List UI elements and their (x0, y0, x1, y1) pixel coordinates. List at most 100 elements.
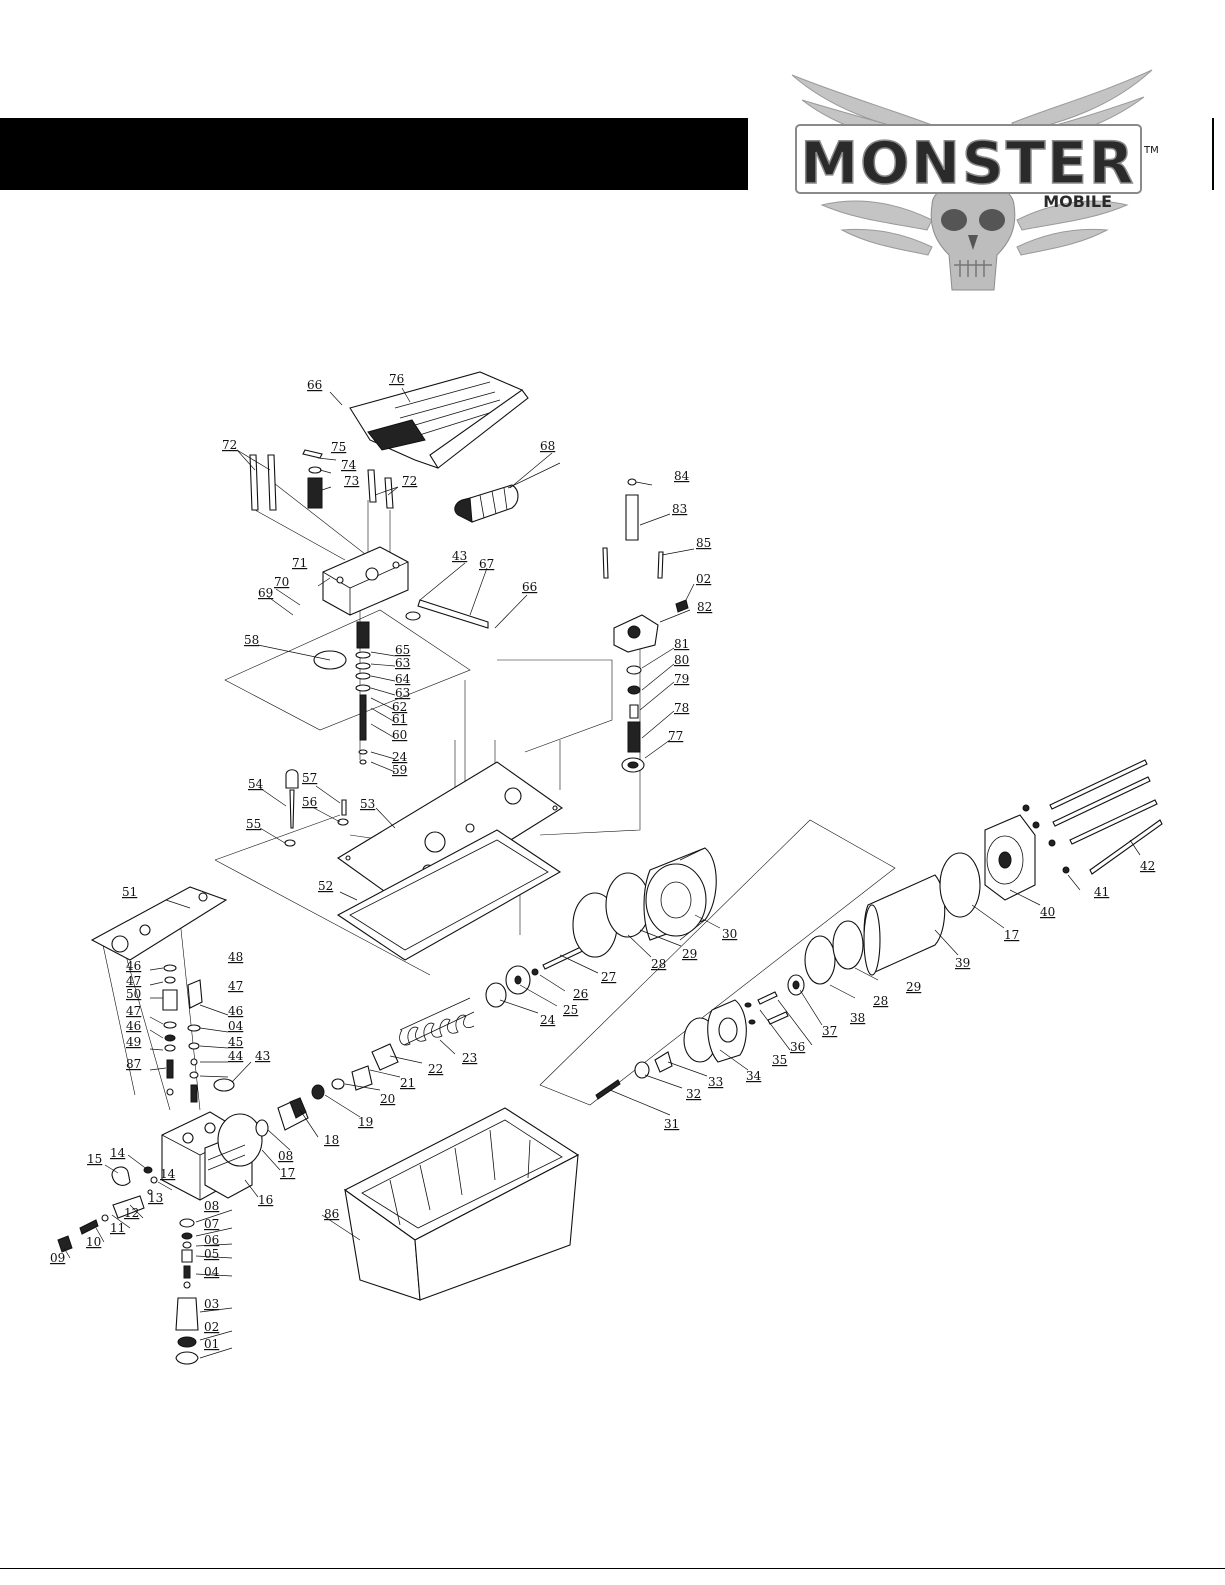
part-callout-35: 35 (772, 1053, 787, 1067)
part-callout-47: 47 (126, 974, 141, 988)
part-callout-72: 72 (402, 474, 417, 488)
part-callout-86: 86 (324, 1207, 339, 1221)
part-callout-31: 31 (664, 1117, 679, 1131)
part-callout-11: 11 (110, 1221, 125, 1235)
wings-graphic (791, 69, 1153, 256)
part-callout-71: 71 (292, 556, 307, 570)
part-callout-01: 01 (204, 1337, 219, 1351)
part-callout-07: 07 (204, 1217, 219, 1231)
footer-rule (0, 1568, 1225, 1569)
part-callout-72: 72 (222, 438, 237, 452)
part-callout-46: 46 (126, 1019, 141, 1033)
part-callout-03: 03 (204, 1297, 219, 1311)
part-callout-63: 63 (395, 656, 410, 670)
part-callout-30: 30 (722, 927, 737, 941)
part-callout-46: 46 (126, 959, 141, 973)
valve-stem-stack (355, 621, 371, 765)
part-callout-19: 19 (358, 1115, 373, 1129)
brand-name: MONSTER (800, 129, 1135, 197)
part-callout-37: 37 (822, 1024, 837, 1038)
part-callout-29: 29 (906, 980, 921, 994)
part-callout-08: 08 (204, 1199, 219, 1213)
part-callout-68: 68 (540, 439, 555, 453)
part-callout-05: 05 (204, 1247, 219, 1261)
part-callouts: 0102020304040506070808091011121314141516… (50, 372, 1155, 1351)
part-callout-52: 52 (318, 879, 333, 893)
pump-body-16 (161, 1111, 263, 1201)
part-callout-87: 87 (126, 1057, 141, 1071)
part-callout-75: 75 (331, 440, 346, 454)
part-callout-70: 70 (274, 575, 289, 589)
part-callout-28: 28 (651, 957, 666, 971)
part-callout-57: 57 (302, 771, 317, 785)
part-callout-54: 54 (248, 777, 264, 791)
page-edge-mark (1212, 118, 1214, 190)
end-cap-parts (595, 974, 805, 1100)
gasket-52 (336, 829, 562, 961)
part-callout-45: 45 (228, 1035, 243, 1049)
part-callout-62: 62 (392, 700, 407, 714)
header-bar (0, 118, 748, 190)
top-plate-53 (284, 761, 563, 907)
leader-lines (63, 387, 1141, 1359)
part-callout-58: 58 (244, 633, 259, 647)
part-callout-23: 23 (462, 1051, 477, 1065)
part-callout-65: 65 (395, 643, 410, 657)
brand-sub: MOBILE (1043, 192, 1112, 211)
part-callout-61: 61 (392, 712, 407, 726)
part-callout-66: 66 (522, 580, 537, 594)
part-callout-59: 59 (392, 763, 407, 777)
part-callout-81: 81 (674, 637, 689, 651)
reservoir-86 (343, 1107, 580, 1301)
part-callout-34: 34 (746, 1069, 762, 1083)
lower-valve-stack (175, 1218, 199, 1365)
part-callout-16: 16 (258, 1193, 273, 1207)
part-callout-04: 04 (228, 1019, 244, 1033)
part-callout-66: 66 (307, 378, 322, 392)
part-callout-10: 10 (86, 1235, 101, 1249)
brand-logo: MONSTER TM MOBILE (791, 69, 1159, 291)
part-callout-44: 44 (228, 1049, 244, 1063)
part-callout-67: 67 (479, 557, 494, 571)
part-callout-32: 32 (686, 1087, 701, 1101)
part-callout-25: 25 (563, 1003, 578, 1017)
motor-assembly (572, 759, 1163, 985)
part-callout-27: 27 (601, 970, 616, 984)
part-callout-73: 73 (344, 474, 359, 488)
part-callout-63: 63 (395, 686, 410, 700)
part-callout-17: 17 (280, 1166, 295, 1180)
part-callout-76: 76 (389, 372, 404, 386)
part-callout-80: 80 (674, 653, 689, 667)
part-callout-43: 43 (255, 1049, 270, 1063)
part-callout-43: 43 (452, 549, 467, 563)
left-check-valve-stack (162, 964, 235, 1103)
part-callout-36: 36 (790, 1040, 805, 1054)
part-callout-04: 04 (204, 1265, 220, 1279)
trademark-mark: TM (1143, 145, 1159, 156)
part-callout-09: 09 (50, 1251, 65, 1265)
cover-plate-51 (90, 886, 228, 961)
part-callout-33: 33 (708, 1075, 723, 1089)
part-callout-02: 02 (696, 572, 711, 586)
part-callout-15: 15 (87, 1152, 102, 1166)
brand-wordmark: MONSTER TM MOBILE (795, 124, 1159, 211)
skull-graphic (930, 182, 1016, 291)
part-callout-78: 78 (674, 701, 689, 715)
part-callout-06: 06 (204, 1233, 219, 1247)
part-callout-47: 47 (228, 979, 243, 993)
part-callout-83: 83 (672, 502, 687, 516)
part-callout-82: 82 (697, 600, 712, 614)
release-valve-assembly (602, 478, 689, 773)
part-callout-24: 24 (392, 750, 408, 764)
part-callout-40: 40 (1040, 905, 1055, 919)
part-callout-12: 12 (124, 1206, 139, 1220)
part-callout-77: 77 (668, 729, 683, 743)
part-callout-85: 85 (696, 536, 711, 550)
part-callout-38: 38 (850, 1011, 865, 1025)
part-callout-17: 17 (1004, 928, 1019, 942)
part-callout-41: 41 (1094, 885, 1109, 899)
part-callout-79: 79 (674, 672, 689, 686)
part-callout-13: 13 (148, 1191, 163, 1205)
part-callout-46: 46 (228, 1004, 243, 1018)
part-callout-29: 29 (682, 947, 697, 961)
